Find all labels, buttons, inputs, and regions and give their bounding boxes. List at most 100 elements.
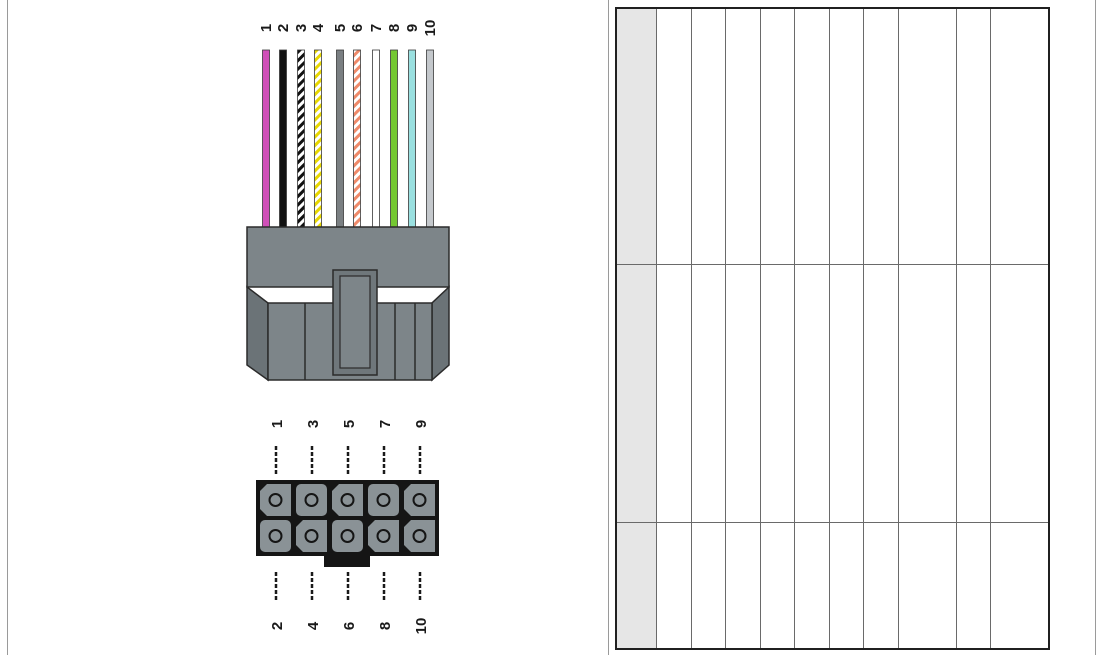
pin-cell xyxy=(404,484,435,516)
wire-pin-9 xyxy=(408,49,416,246)
wire-pin-6 xyxy=(353,49,361,246)
table-header-cell xyxy=(615,7,657,266)
polarization-key xyxy=(324,556,370,567)
table-cell xyxy=(724,522,761,650)
face-label-10: 10 xyxy=(413,618,430,635)
pin-cell xyxy=(368,484,399,516)
table-cell xyxy=(897,264,957,524)
face-label-6: 6 xyxy=(341,622,358,630)
pin-hole xyxy=(376,529,391,543)
table-row xyxy=(615,522,1050,650)
pin-cell-shape xyxy=(368,520,399,552)
wire-label-2: 2 xyxy=(275,24,292,32)
table-cell xyxy=(690,264,726,524)
pin-cell xyxy=(332,484,363,516)
wire-label-9: 9 xyxy=(404,24,421,32)
table-cell xyxy=(897,522,957,650)
table-cell xyxy=(897,7,957,266)
table-cell xyxy=(828,264,864,524)
wire-label-10: 10 xyxy=(422,20,439,37)
table-cell xyxy=(955,264,991,524)
pin-cells xyxy=(260,484,435,552)
left-border xyxy=(7,0,8,655)
table-cell xyxy=(955,522,991,650)
table-cell xyxy=(955,7,991,266)
wire-label-8: 8 xyxy=(386,24,403,32)
table-cell xyxy=(828,522,864,650)
housing-left-shoulder xyxy=(246,285,269,382)
wire-pin-8 xyxy=(390,49,398,246)
table-cell xyxy=(724,7,761,266)
face-label-9: 9 xyxy=(413,420,430,428)
pin-hole xyxy=(376,493,391,507)
table-cell xyxy=(862,264,899,524)
wire-label-4: 4 xyxy=(310,23,327,32)
table-cell xyxy=(759,522,795,650)
face-label-8: 8 xyxy=(377,622,394,630)
table-cell xyxy=(759,264,795,524)
face-label-7: 7 xyxy=(377,420,394,428)
pin-cell-shape xyxy=(332,520,363,552)
table-cell xyxy=(862,522,899,650)
right-border xyxy=(1095,0,1096,655)
table-cell xyxy=(690,7,726,266)
pinout-table-body xyxy=(615,7,1050,650)
table-cell xyxy=(690,522,726,650)
pin-hole xyxy=(340,529,355,543)
table-cell xyxy=(828,7,864,266)
table-cell xyxy=(655,522,692,650)
pin-cell-shape xyxy=(260,520,291,552)
wire-pin-2 xyxy=(279,49,287,246)
face-label-1: 1 xyxy=(269,420,286,428)
face-label-2: 2 xyxy=(269,622,286,630)
table-cell xyxy=(759,7,795,266)
pinout-table xyxy=(615,7,1050,650)
table-cell xyxy=(793,264,830,524)
pin-leader-lines xyxy=(274,446,422,602)
table-cell xyxy=(989,7,1050,266)
pin-cell-shape xyxy=(260,484,291,516)
pin-hole xyxy=(412,529,427,543)
pin-cell xyxy=(296,484,327,516)
wire-label-3: 3 xyxy=(293,24,310,32)
table-header-cell xyxy=(615,264,657,524)
table-header-cell xyxy=(615,522,657,650)
pin-face xyxy=(256,480,439,567)
pin-cell xyxy=(260,520,291,552)
wire-label-6: 6 xyxy=(349,24,366,32)
latch-inner xyxy=(339,275,371,369)
face-label-4: 4 xyxy=(305,621,322,630)
connector-housing xyxy=(246,226,450,382)
pin-cell-shape xyxy=(296,520,327,552)
pin-cell xyxy=(260,484,291,516)
wire-pin-10 xyxy=(426,49,434,246)
table-cell xyxy=(724,264,761,524)
wire-label-5: 5 xyxy=(332,24,349,32)
wire-label-1: 1 xyxy=(258,24,275,32)
pin-hole xyxy=(304,529,319,543)
wire-bundle xyxy=(262,49,434,246)
wire-pin-4 xyxy=(314,49,322,246)
housing-right-shoulder xyxy=(431,285,450,382)
pin-hole xyxy=(268,493,283,507)
face-label-5: 5 xyxy=(341,420,358,428)
pin-cell-shape xyxy=(296,484,327,516)
pin-hole xyxy=(304,493,319,507)
pin-cell-shape xyxy=(404,484,435,516)
table-cell xyxy=(793,522,830,650)
pin-cell-shape xyxy=(332,484,363,516)
pin-cell-shape xyxy=(368,484,399,516)
table-row xyxy=(615,264,1050,524)
pin-hole xyxy=(340,493,355,507)
pin-cell xyxy=(332,520,363,552)
pin-hole xyxy=(268,529,283,543)
wire-label-7: 7 xyxy=(368,24,385,32)
pin-cell-shape xyxy=(404,520,435,552)
table-cell xyxy=(793,7,830,266)
wire-pin-3 xyxy=(297,49,305,246)
table-cell xyxy=(655,7,692,266)
pin-hole xyxy=(412,493,427,507)
